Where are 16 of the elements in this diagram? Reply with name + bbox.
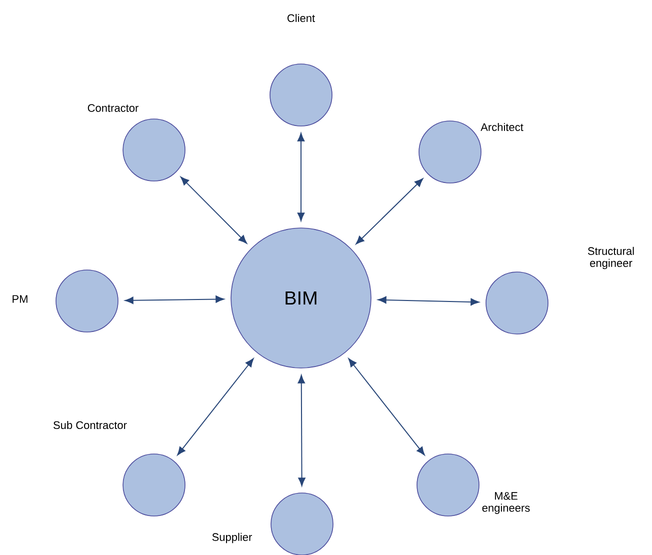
arrow xyxy=(124,296,224,304)
node-label: Sub Contractor xyxy=(54,420,127,430)
arrow xyxy=(348,358,425,456)
arrow xyxy=(378,296,480,306)
arrow xyxy=(298,374,306,486)
node-label: Architect xyxy=(480,122,524,132)
arrow xyxy=(177,358,254,456)
node-label: Structural engineer xyxy=(588,246,634,270)
arrow xyxy=(180,176,247,244)
node-label: PM xyxy=(12,295,28,303)
arrow xyxy=(297,132,305,222)
node-label: Client xyxy=(288,14,315,22)
arrow xyxy=(356,178,424,244)
node-label: Supplier xyxy=(212,532,252,544)
node-label: Contractor xyxy=(88,104,138,112)
node-label: M&E engineers xyxy=(482,492,530,514)
